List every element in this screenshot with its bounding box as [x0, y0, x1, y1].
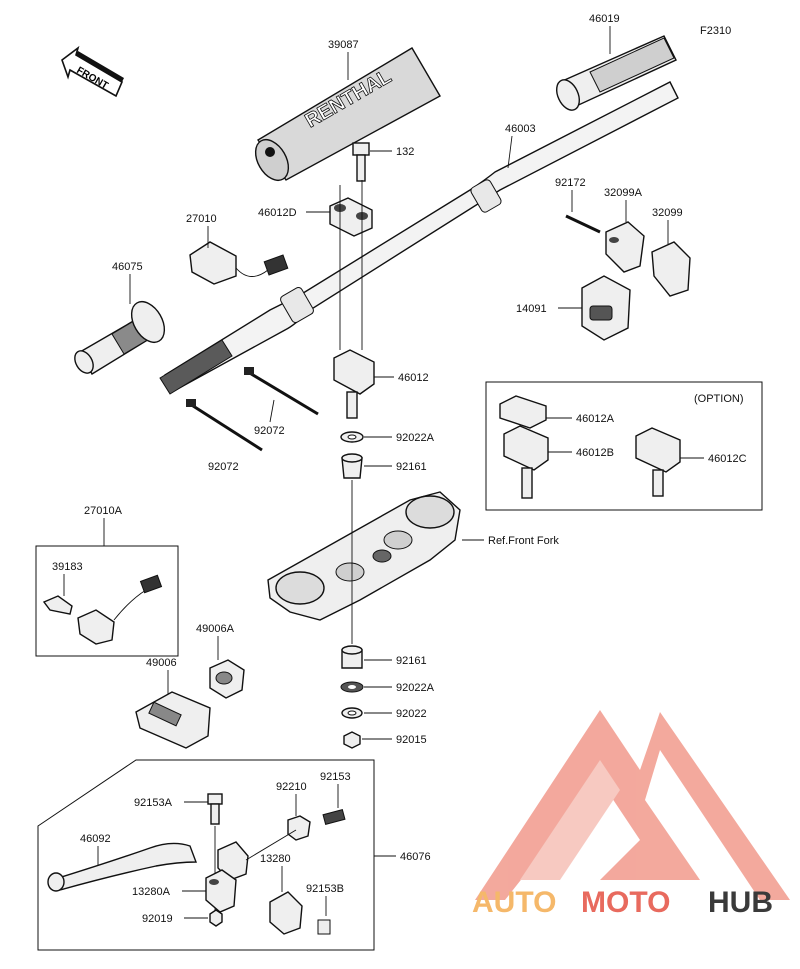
label-46092: 46092 — [80, 833, 111, 845]
label-92022: 92022 — [396, 708, 427, 720]
clamp-46012B — [503, 425, 549, 499]
handlebar-pad — [254, 47, 441, 181]
front-arrow-icon — [61, 45, 124, 98]
housing-14091 — [581, 275, 631, 341]
option-label: (OPTION) — [694, 393, 744, 405]
label-49006: 49006 — [146, 657, 177, 669]
screw-92153 — [322, 808, 346, 826]
switch-27010 — [189, 241, 289, 285]
left-grip — [74, 301, 166, 375]
bolt-132 — [352, 142, 370, 182]
label-92153: 92153 — [320, 771, 351, 783]
cover-49006 — [135, 691, 211, 749]
label-46075: 46075 — [112, 261, 143, 273]
handlebar — [159, 81, 679, 395]
label-92161-top: 92161 — [396, 461, 427, 473]
label-14091: 14091 — [516, 303, 547, 315]
nut-92019 — [209, 909, 223, 927]
label-46012B: 46012B — [576, 447, 614, 459]
washer-92022A-bottom — [340, 681, 364, 693]
right-grip — [555, 35, 677, 111]
watermark-part3: HUB — [708, 886, 773, 919]
label-27010: 27010 — [186, 213, 217, 225]
label-92019: 92019 — [142, 913, 173, 925]
label-92022A-top: 92022A — [396, 432, 435, 444]
clamp-32099 — [651, 241, 691, 297]
clamp-32099A — [605, 221, 645, 273]
label-92153A: 92153A — [134, 797, 173, 809]
label-39087: 39087 — [328, 39, 359, 51]
label-92022A-bottom: 92022A — [396, 682, 435, 694]
watermark-part2: MOTO — [581, 886, 670, 919]
label-27010A: 27010A — [84, 505, 123, 517]
label-39183: 39183 — [52, 561, 83, 573]
label-92172: 92172 — [555, 177, 586, 189]
lever-46092 — [47, 842, 198, 892]
label-46019: 46019 — [589, 13, 620, 25]
switch-27010A — [42, 574, 163, 645]
label-92210: 92210 — [276, 781, 307, 793]
clamp-13280A — [205, 869, 237, 913]
label-32099: 32099 — [652, 207, 683, 219]
clamp-46012 — [333, 349, 375, 419]
label-46003: 46003 — [505, 123, 536, 135]
triple-clamp — [267, 491, 461, 621]
clamp-46012C — [635, 427, 681, 497]
adjuster-49006A — [209, 659, 245, 699]
label-132: 132 — [396, 146, 414, 158]
label-92072-a: 92072 — [254, 425, 285, 437]
nut-92015 — [343, 731, 361, 749]
washer-92022A-top — [340, 431, 364, 443]
screw-92172 — [565, 214, 601, 234]
screw-92153B — [317, 919, 331, 935]
lever-assembly-box — [37, 759, 375, 951]
collar-92161-bottom — [341, 645, 363, 669]
label-49006A: 49006A — [196, 623, 235, 635]
switch-kit-box — [35, 545, 179, 657]
label-92161-bottom: 92161 — [396, 655, 427, 667]
label-32099A: 32099A — [604, 187, 643, 199]
label-92153B: 92153B — [306, 883, 344, 895]
bolt-92153A — [207, 793, 223, 825]
label-46012: 46012 — [398, 372, 429, 384]
cable-ties — [186, 367, 319, 452]
label-46012A: 46012A — [576, 413, 615, 425]
label-92015: 92015 — [396, 734, 427, 746]
figure-code: F2310 — [700, 25, 731, 37]
washer-92022 — [341, 707, 363, 719]
watermark-logo — [475, 710, 790, 900]
label-46012D: 46012D — [258, 207, 297, 219]
clamp-46012D — [329, 197, 373, 237]
watermark-part1: AUTO — [472, 886, 556, 919]
label-13280: 13280 — [260, 853, 291, 865]
option-box — [485, 381, 763, 511]
label-46012C: 46012C — [708, 453, 747, 465]
clamp-46012A — [499, 395, 547, 429]
perch-13280 — [217, 829, 303, 935]
collar-92161-top — [341, 453, 363, 479]
label-92072-b: 92072 — [208, 461, 239, 473]
label-46076: 46076 — [400, 851, 431, 863]
adjuster-92210 — [287, 815, 311, 841]
ref-note: Ref.Front Fork — [488, 535, 559, 547]
label-13280A: 13280A — [132, 886, 171, 898]
